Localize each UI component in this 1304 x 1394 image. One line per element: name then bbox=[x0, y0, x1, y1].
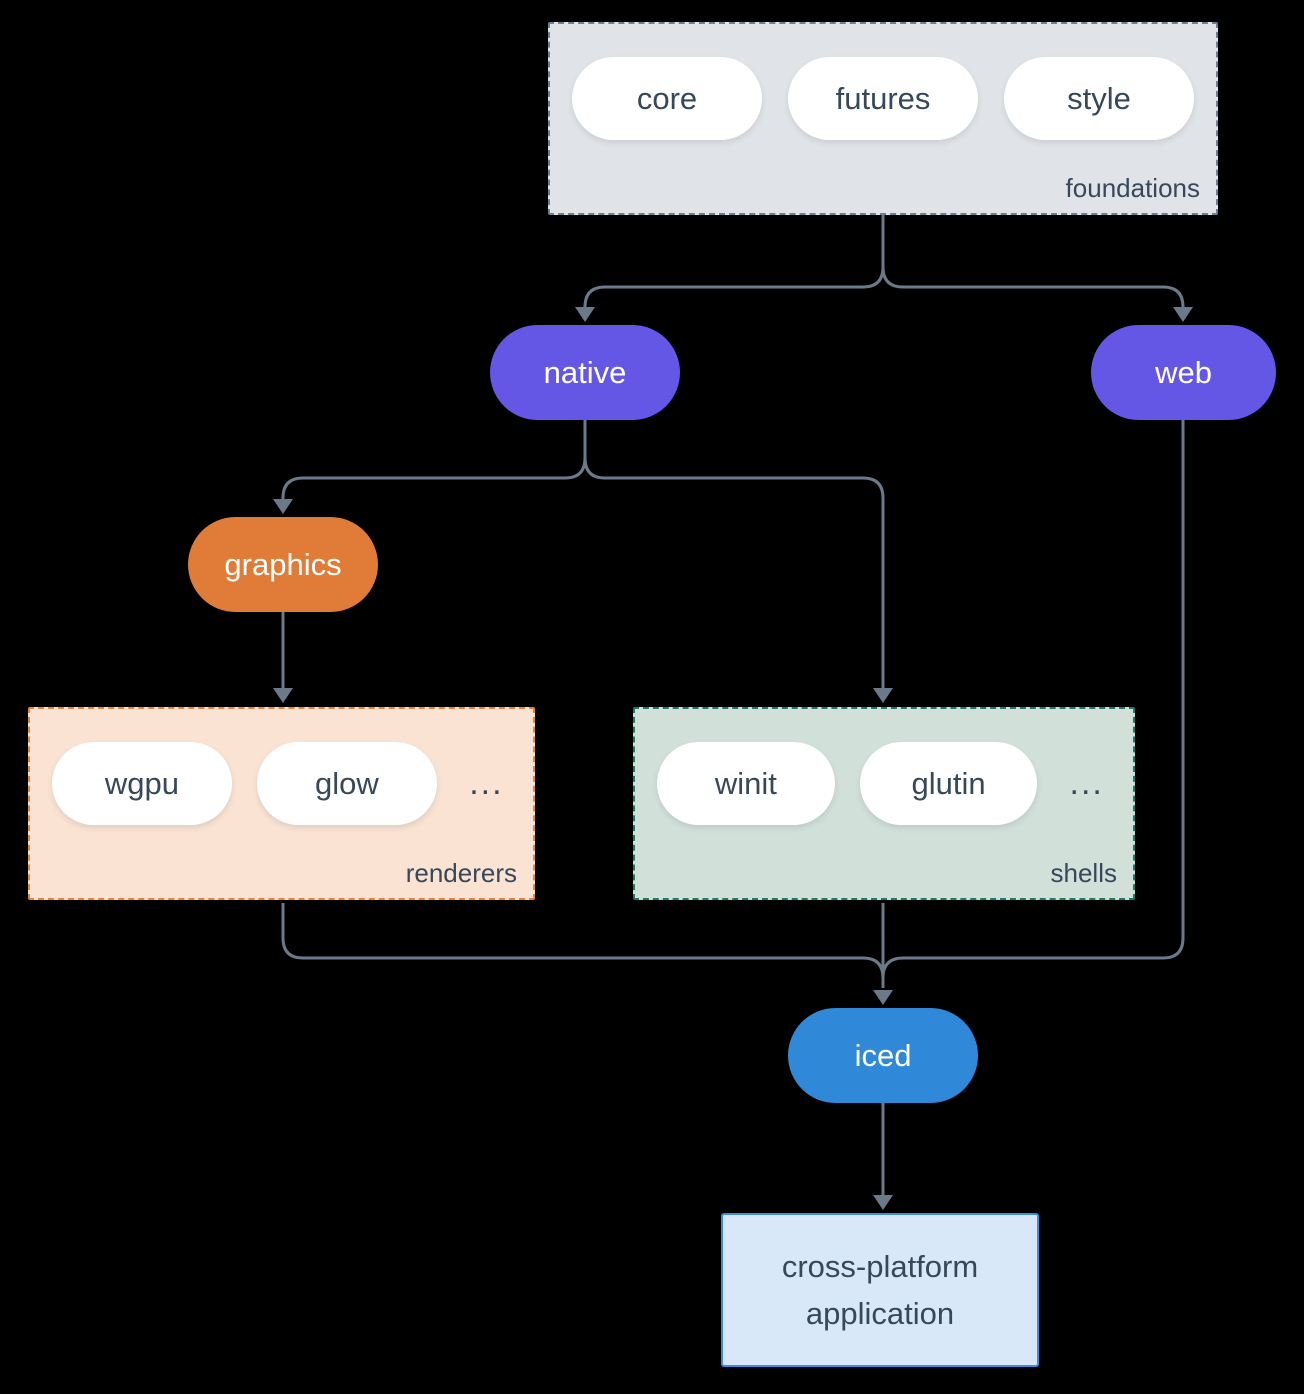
node-web-label: web bbox=[1155, 354, 1212, 390]
node-core: core bbox=[572, 57, 762, 140]
node-winit: winit bbox=[657, 742, 835, 825]
edge-native-graphics bbox=[281, 420, 587, 500]
arrowhead-native bbox=[575, 307, 595, 322]
arrowhead-iced bbox=[873, 990, 893, 1005]
renderers-pill-row: wgpu glow ... bbox=[52, 742, 511, 825]
arrowhead-web bbox=[1173, 307, 1193, 322]
shells-group-label: shells bbox=[1050, 858, 1117, 888]
node-application: cross-platform application bbox=[721, 1213, 1039, 1367]
foundations-pill-row: core futures style bbox=[572, 57, 1194, 140]
node-iced-label: iced bbox=[854, 1037, 912, 1073]
shells-group-box: winit glutin ... shells bbox=[633, 707, 1135, 900]
node-glutin: glutin bbox=[859, 742, 1038, 825]
edge-foundations-native bbox=[583, 215, 885, 309]
arrowhead-renderers bbox=[273, 688, 293, 703]
arrowhead-application bbox=[873, 1195, 893, 1210]
node-graphics: graphics bbox=[188, 517, 378, 612]
node-core-label: core bbox=[636, 80, 698, 116]
renderers-group-label: renderers bbox=[405, 858, 517, 888]
edge-foundations-web bbox=[881, 215, 1185, 309]
node-application-line2: application bbox=[805, 1296, 955, 1331]
arrowhead-shells bbox=[873, 688, 893, 703]
node-wgpu-label: wgpu bbox=[104, 765, 179, 801]
shells-pill-row: winit glutin ... bbox=[657, 742, 1111, 825]
node-glow: glow bbox=[256, 742, 437, 825]
node-style: style bbox=[1004, 57, 1194, 140]
node-graphics-label: graphics bbox=[224, 546, 342, 582]
arrowhead-graphics bbox=[273, 499, 293, 514]
node-futures: futures bbox=[788, 57, 978, 140]
renderers-ellipsis: ... bbox=[469, 764, 504, 802]
node-application-line1: cross-platform bbox=[781, 1249, 979, 1284]
foundations-group-box: core futures style foundations bbox=[548, 22, 1218, 215]
edge-renderers-iced bbox=[281, 903, 885, 988]
edge-native-shells bbox=[583, 420, 885, 689]
node-style-label: style bbox=[1067, 80, 1131, 116]
foundations-group-label: foundations bbox=[1065, 173, 1200, 203]
node-winit-label: winit bbox=[714, 765, 777, 801]
node-native: native bbox=[490, 325, 680, 420]
node-wgpu: wgpu bbox=[52, 742, 232, 825]
node-web: web bbox=[1091, 325, 1276, 420]
renderers-group-box: wgpu glow ... renderers bbox=[28, 707, 535, 900]
node-iced: iced bbox=[788, 1008, 978, 1103]
node-native-label: native bbox=[543, 354, 627, 390]
node-futures-label: futures bbox=[835, 80, 931, 116]
edge-web-iced bbox=[881, 420, 1185, 988]
shells-ellipsis: ... bbox=[1069, 764, 1104, 802]
node-glutin-label: glutin bbox=[911, 765, 986, 801]
node-glow-label: glow bbox=[314, 765, 379, 801]
